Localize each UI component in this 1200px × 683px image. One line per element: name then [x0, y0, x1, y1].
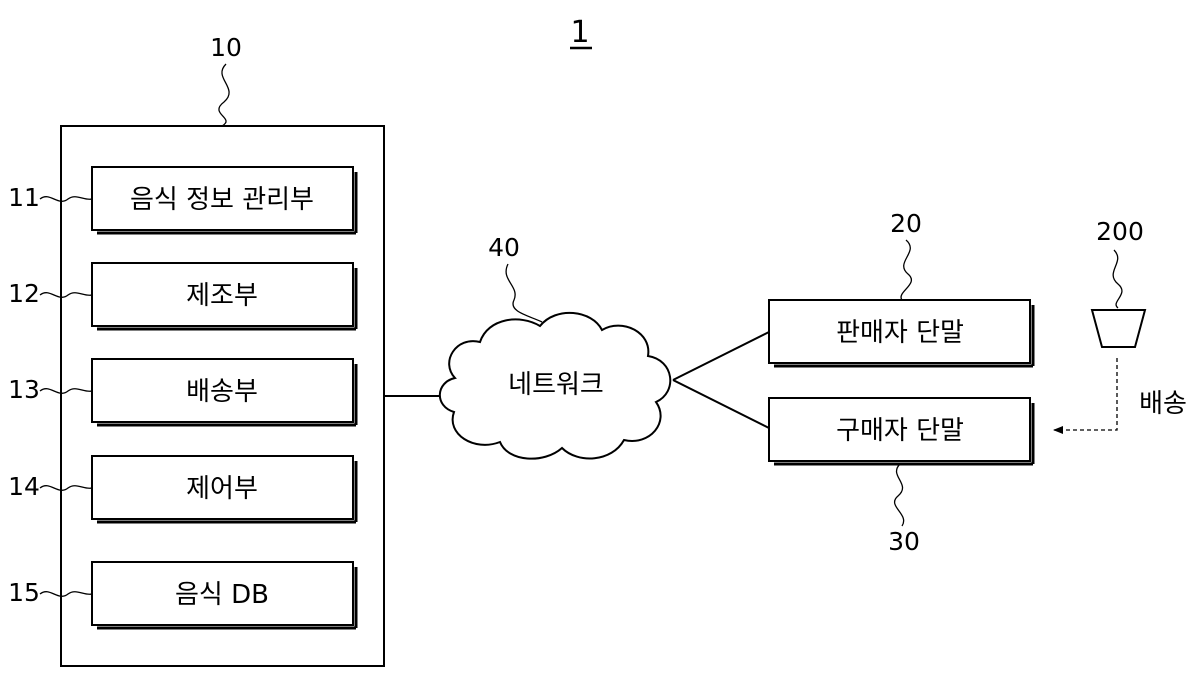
buyer-terminal-label: 구매자 단말: [836, 416, 964, 446]
module-leader-11: [40, 197, 92, 202]
module-label-control: 제어부: [186, 474, 258, 504]
seller-terminal-label: 판매자 단말: [836, 318, 964, 348]
buyer-terminal-ref: 30: [888, 527, 920, 556]
network-leader: [506, 264, 542, 322]
module-ref-12: 12: [8, 279, 40, 308]
server-leader: [219, 64, 229, 126]
network-buyer-link: [673, 380, 769, 428]
delivery-label: 배송: [1139, 389, 1187, 419]
buyer-terminal-leader: [895, 464, 904, 526]
server-ref: 10: [210, 33, 242, 62]
seller-terminal-ref: 20: [890, 209, 922, 238]
module-label-food-db: 음식 DB: [175, 580, 269, 610]
module-leader-12: [40, 293, 92, 298]
module-label-delivery: 배송부: [186, 377, 258, 407]
network-seller-link: [673, 332, 769, 380]
module-ref-13: 13: [8, 375, 40, 404]
module-label-food-info: 음식 정보 관리부: [130, 185, 314, 215]
container-leader: [1113, 250, 1122, 308]
module-ref-15: 15: [8, 578, 40, 607]
module-ref-14: 14: [8, 472, 40, 501]
delivery-arrow: [1054, 358, 1117, 430]
module-label-manufacturing: 제조부: [186, 281, 258, 311]
module-ref-11: 11: [8, 183, 40, 212]
module-leader-15: [40, 592, 92, 597]
container-ref: 200: [1096, 217, 1144, 246]
module-leader-14: [40, 486, 92, 491]
food-container-icon: [1092, 310, 1145, 347]
figure-number: 1: [570, 15, 589, 50]
network-label: 네트워크: [508, 370, 604, 400]
module-leader-13: [40, 389, 92, 394]
network-ref: 40: [488, 233, 520, 262]
seller-terminal-leader: [901, 240, 911, 300]
